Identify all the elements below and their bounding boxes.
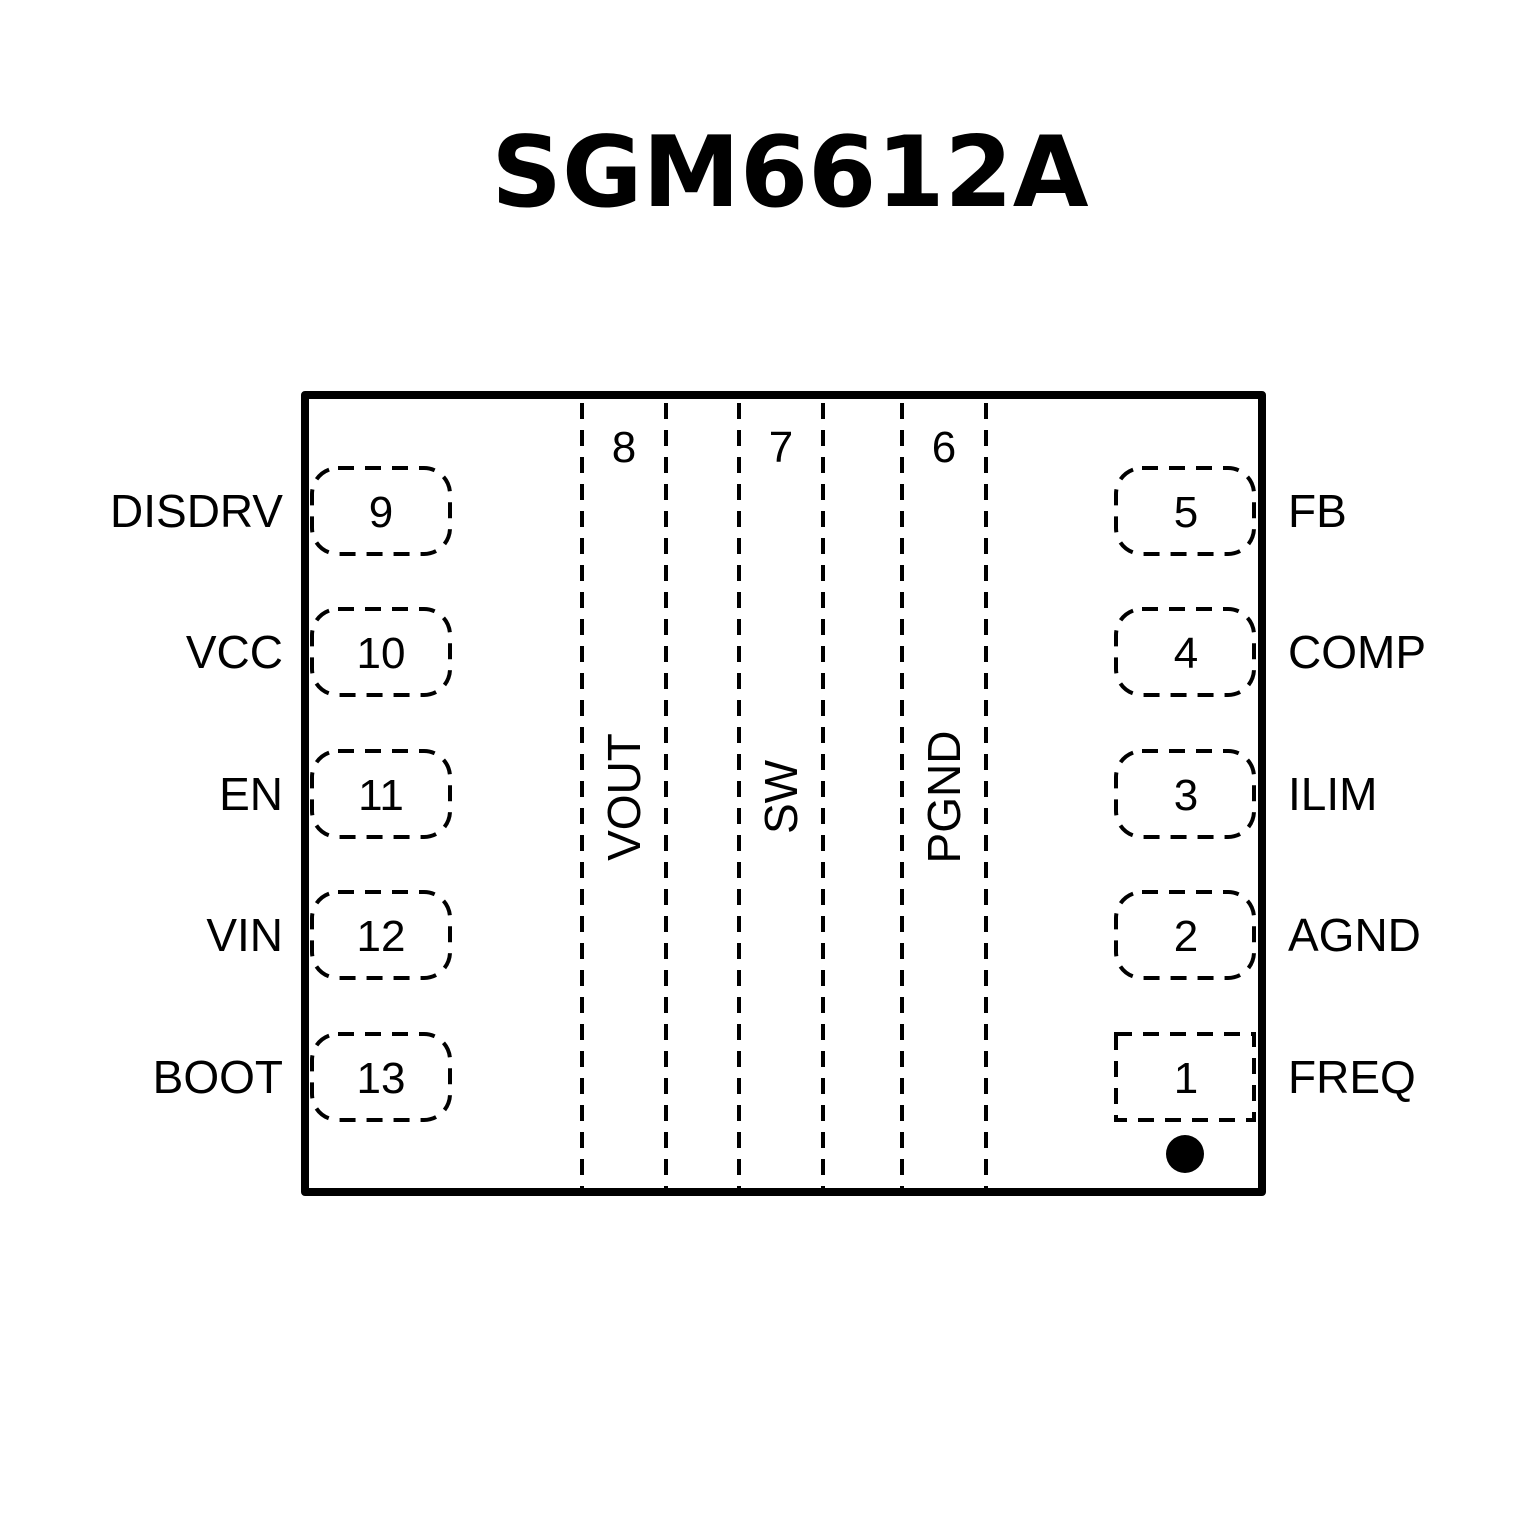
pin-9: 9 DISDRV	[110, 466, 452, 556]
pin-label: FREQ	[1288, 1051, 1416, 1103]
pin-10: 10 VCC	[186, 607, 452, 697]
pin-1: 1 FREQ	[1114, 1032, 1416, 1122]
pin-label: FB	[1288, 485, 1347, 537]
pin-label: PGND	[918, 731, 970, 864]
pin-label: DISDRV	[110, 485, 283, 537]
pin-number: 7	[769, 423, 793, 472]
pin-4: 4 COMP	[1114, 607, 1426, 697]
pin-number: 1	[1174, 1054, 1198, 1103]
pin-number: 10	[357, 629, 406, 678]
pin-number: 9	[369, 488, 393, 537]
pin-number: 6	[932, 423, 956, 472]
pin-number: 11	[358, 771, 404, 820]
pin-3: 3 ILIM	[1114, 749, 1377, 839]
package-outline	[301, 391, 1266, 1196]
pad	[1114, 749, 1256, 839]
pin-number: 8	[612, 423, 636, 472]
pin-number: 5	[1174, 488, 1198, 537]
pin-label: SW	[755, 759, 807, 834]
pin-13: 13 BOOT	[153, 1032, 452, 1122]
pad	[310, 1032, 452, 1122]
pin-7: 7SW	[737, 403, 825, 1190]
pin-label: AGND	[1288, 909, 1421, 961]
pin-2: 2 AGND	[1114, 890, 1421, 980]
pin-11: 11 EN	[219, 749, 452, 839]
pad	[310, 466, 452, 556]
chip-title: SGM6612A	[491, 116, 1088, 230]
pad	[310, 607, 452, 697]
pin-label: ILIM	[1288, 768, 1377, 820]
pin1-marker-dot	[1166, 1135, 1204, 1173]
pin-5: 5 FB	[1114, 466, 1347, 556]
pin-number: 13	[357, 1054, 406, 1103]
pin-label: BOOT	[153, 1051, 283, 1103]
pad	[1114, 607, 1256, 697]
pin-12: 12 VIN	[206, 890, 452, 980]
pin-label: EN	[219, 768, 283, 820]
pad	[310, 749, 452, 839]
pad	[1114, 1032, 1256, 1122]
pin-label: VOUT	[598, 733, 650, 861]
pin-number: 3	[1174, 771, 1198, 820]
pin-label: VIN	[206, 909, 283, 961]
pad	[1114, 890, 1256, 980]
pin-number: 4	[1174, 629, 1198, 678]
pin-number: 12	[357, 912, 406, 961]
pin-number: 2	[1174, 912, 1198, 961]
pin-label: COMP	[1288, 626, 1426, 678]
pin-label: VCC	[186, 626, 283, 678]
pad	[310, 890, 452, 980]
pad	[1114, 466, 1256, 556]
